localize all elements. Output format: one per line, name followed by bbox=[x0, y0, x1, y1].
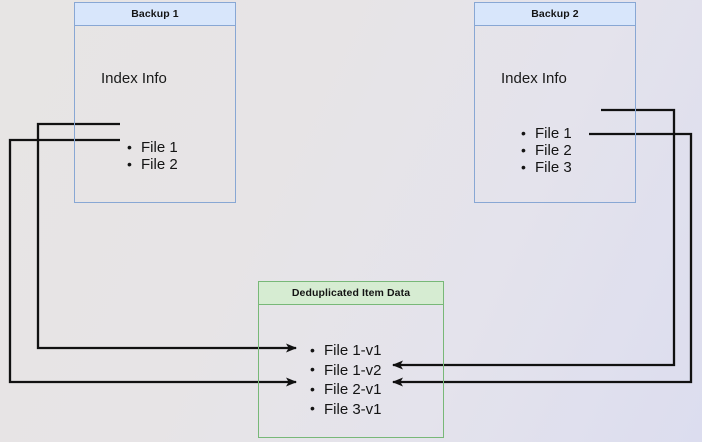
list-item: File 2-v1 bbox=[308, 380, 382, 400]
list-item: File 1-v1 bbox=[308, 341, 382, 361]
node-backup-1-body: Index Info File 1 File 2 bbox=[75, 26, 235, 202]
list-item: File 3-v1 bbox=[308, 399, 382, 420]
node-deduplicated-item-data-body: File 1-v1 File 1-v2 File 2-v1 File 3-v1 bbox=[259, 305, 443, 437]
node-deduplicated-item-data-file-list: File 1-v1 File 1-v2 File 2-v1 File 3-v1 bbox=[308, 341, 382, 419]
list-item: File 1 bbox=[519, 125, 572, 143]
list-item: File 2 bbox=[519, 142, 572, 160]
list-item: File 1 bbox=[125, 139, 178, 157]
node-backup-2-header: Backup 2 bbox=[475, 3, 635, 26]
node-deduplicated-item-data[interactable]: Deduplicated Item Data File 1-v1 File 1-… bbox=[258, 281, 444, 438]
node-backup-1[interactable]: Backup 1 Index Info File 1 File 2 bbox=[74, 2, 236, 203]
list-item: File 3 bbox=[519, 159, 572, 177]
node-backup-2[interactable]: Backup 2 Index Info File 1 File 2 File 3 bbox=[474, 2, 636, 203]
node-backup-1-file-list: File 1 File 2 bbox=[125, 139, 178, 174]
node-backup-2-file-list: File 1 File 2 File 3 bbox=[519, 125, 572, 177]
node-backup-2-index-info-label: Index Info bbox=[501, 70, 567, 87]
node-backup-1-header: Backup 1 bbox=[75, 3, 235, 26]
node-deduplicated-item-data-header: Deduplicated Item Data bbox=[259, 282, 443, 305]
list-item: File 2 bbox=[125, 156, 178, 174]
node-backup-1-index-info-label: Index Info bbox=[101, 70, 167, 87]
list-item: File 1-v2 bbox=[308, 360, 382, 381]
node-backup-2-body: Index Info File 1 File 2 File 3 bbox=[475, 26, 635, 202]
